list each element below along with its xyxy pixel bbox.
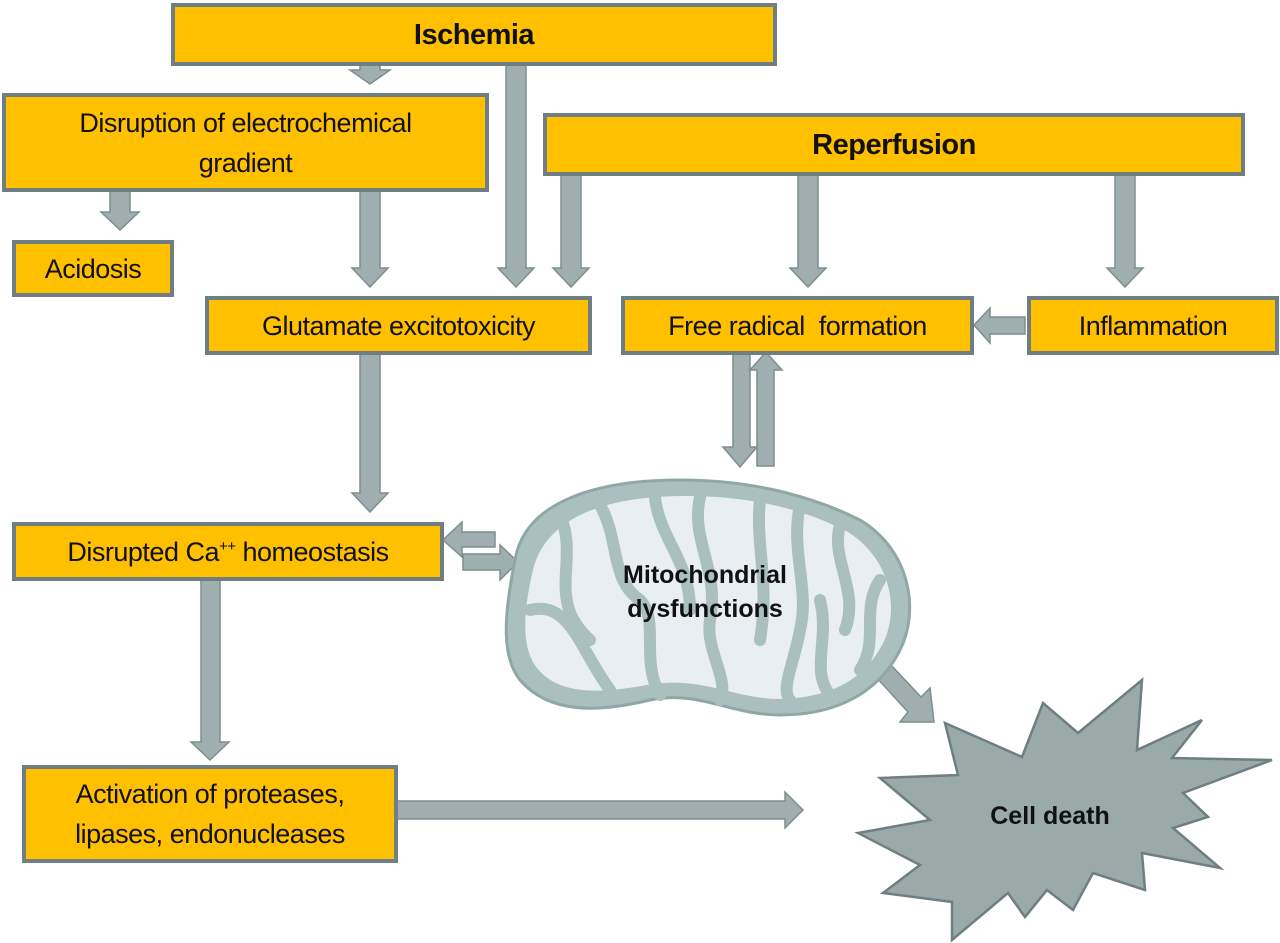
node-glutamate: Glutamate excitotoxicity	[205, 296, 592, 355]
arrow-disruption-to-glutamate	[350, 190, 390, 289]
node-inflammation: Inflammation	[1027, 296, 1279, 355]
node-calcium-prefix: Disrupted Ca	[67, 536, 219, 567]
node-free-radical-label: Free radical formation	[668, 310, 927, 341]
node-free-radical: Free radical formation	[621, 296, 974, 355]
node-activation: Activation of proteases, lipases, endonu…	[22, 765, 398, 863]
arrow-mito-to-calcium	[441, 520, 496, 559]
arrow-reperfusion-to-free-radical	[788, 174, 828, 289]
arrow-reperfusion-to-inflammation	[1105, 174, 1145, 289]
node-ischemia: Ischemia	[171, 3, 777, 66]
node-ischemia-label: Ischemia	[413, 18, 535, 51]
node-calcium-label: Disrupted Ca++ homeostasis	[67, 532, 390, 572]
node-inflammation-label: Inflammation	[1078, 310, 1228, 341]
cell-death-starburst-icon	[854, 677, 1273, 943]
mitochondrion-icon	[504, 478, 912, 717]
node-acidosis-label: Acidosis	[44, 253, 142, 284]
arrow-disruption-to-acidosis	[99, 190, 141, 232]
node-cell-death-label: Cell death	[990, 802, 1110, 830]
arrow-glutamate-to-calcium	[350, 353, 390, 514]
arrow-mito-to-cell-death	[874, 663, 935, 723]
arrow-calcium-to-activation	[189, 579, 231, 762]
node-glutamate-label: Glutamate excitotoxicity	[261, 310, 536, 341]
arrow-ischemia-to-disruption	[347, 64, 393, 85]
arrow-activation-to-cell-death	[396, 790, 805, 830]
arrow-free-radical-to-mito	[721, 353, 759, 469]
node-mitochondria-label: Mitochondrial dysfunctions	[623, 561, 787, 623]
node-disruption-label: Disruption of electrochemical gradient	[79, 107, 412, 178]
node-activation-label: Activation of proteases, lipases, endonu…	[75, 779, 345, 849]
node-calcium-superscript: ++	[218, 537, 236, 555]
arrow-mito-to-free-radical	[748, 350, 784, 467]
arrow-ischemia-to-glutamate	[496, 64, 536, 289]
node-acidosis: Acidosis	[12, 240, 174, 297]
arrow-calcium-to-mito	[462, 543, 520, 582]
arrow-reperfusion-to-glutamate	[551, 174, 591, 289]
node-disruption: Disruption of electrochemical gradient	[2, 93, 489, 192]
node-calcium: Disrupted Ca++ homeostasis	[12, 522, 444, 581]
node-calcium-suffix: homeostasis	[235, 536, 390, 567]
arrow-inflammation-to-free-radical	[972, 306, 1026, 345]
node-reperfusion: Reperfusion	[543, 113, 1245, 176]
node-reperfusion-label: Reperfusion	[812, 128, 976, 161]
